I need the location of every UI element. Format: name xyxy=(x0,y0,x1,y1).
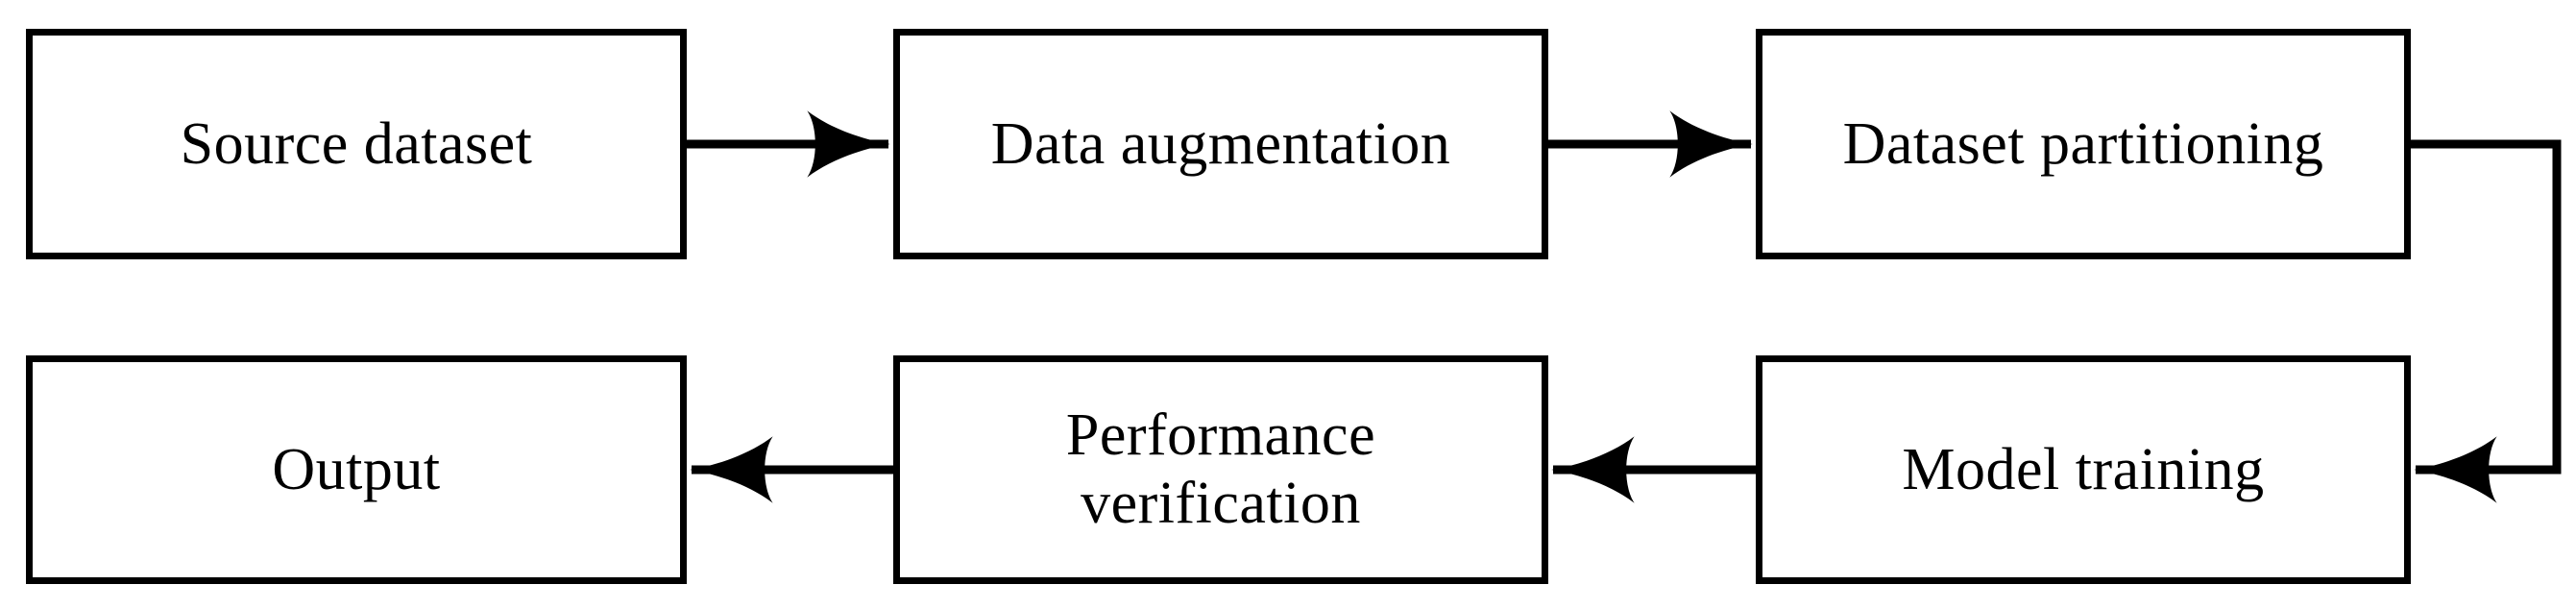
node-performance-verification[interactable]: Performance verification xyxy=(893,355,1548,584)
node-output-label: Output xyxy=(272,436,441,502)
edge-partitioning-to-training xyxy=(2411,139,2562,503)
node-model-training-label: Model training xyxy=(1902,436,2265,502)
node-source-dataset[interactable]: Source dataset xyxy=(26,29,687,259)
node-data-augmentation-label: Data augmentation xyxy=(990,110,1451,177)
node-source-dataset-label: Source dataset xyxy=(180,110,533,177)
node-output[interactable]: Output xyxy=(26,355,687,584)
node-dataset-partitioning[interactable]: Dataset partitioning xyxy=(1756,29,2411,259)
node-dataset-partitioning-label: Dataset partitioning xyxy=(1842,110,2324,177)
node-model-training[interactable]: Model training xyxy=(1756,355,2411,584)
node-data-augmentation[interactable]: Data augmentation xyxy=(893,29,1548,259)
node-performance-verification-label: Performance verification xyxy=(1065,402,1376,536)
